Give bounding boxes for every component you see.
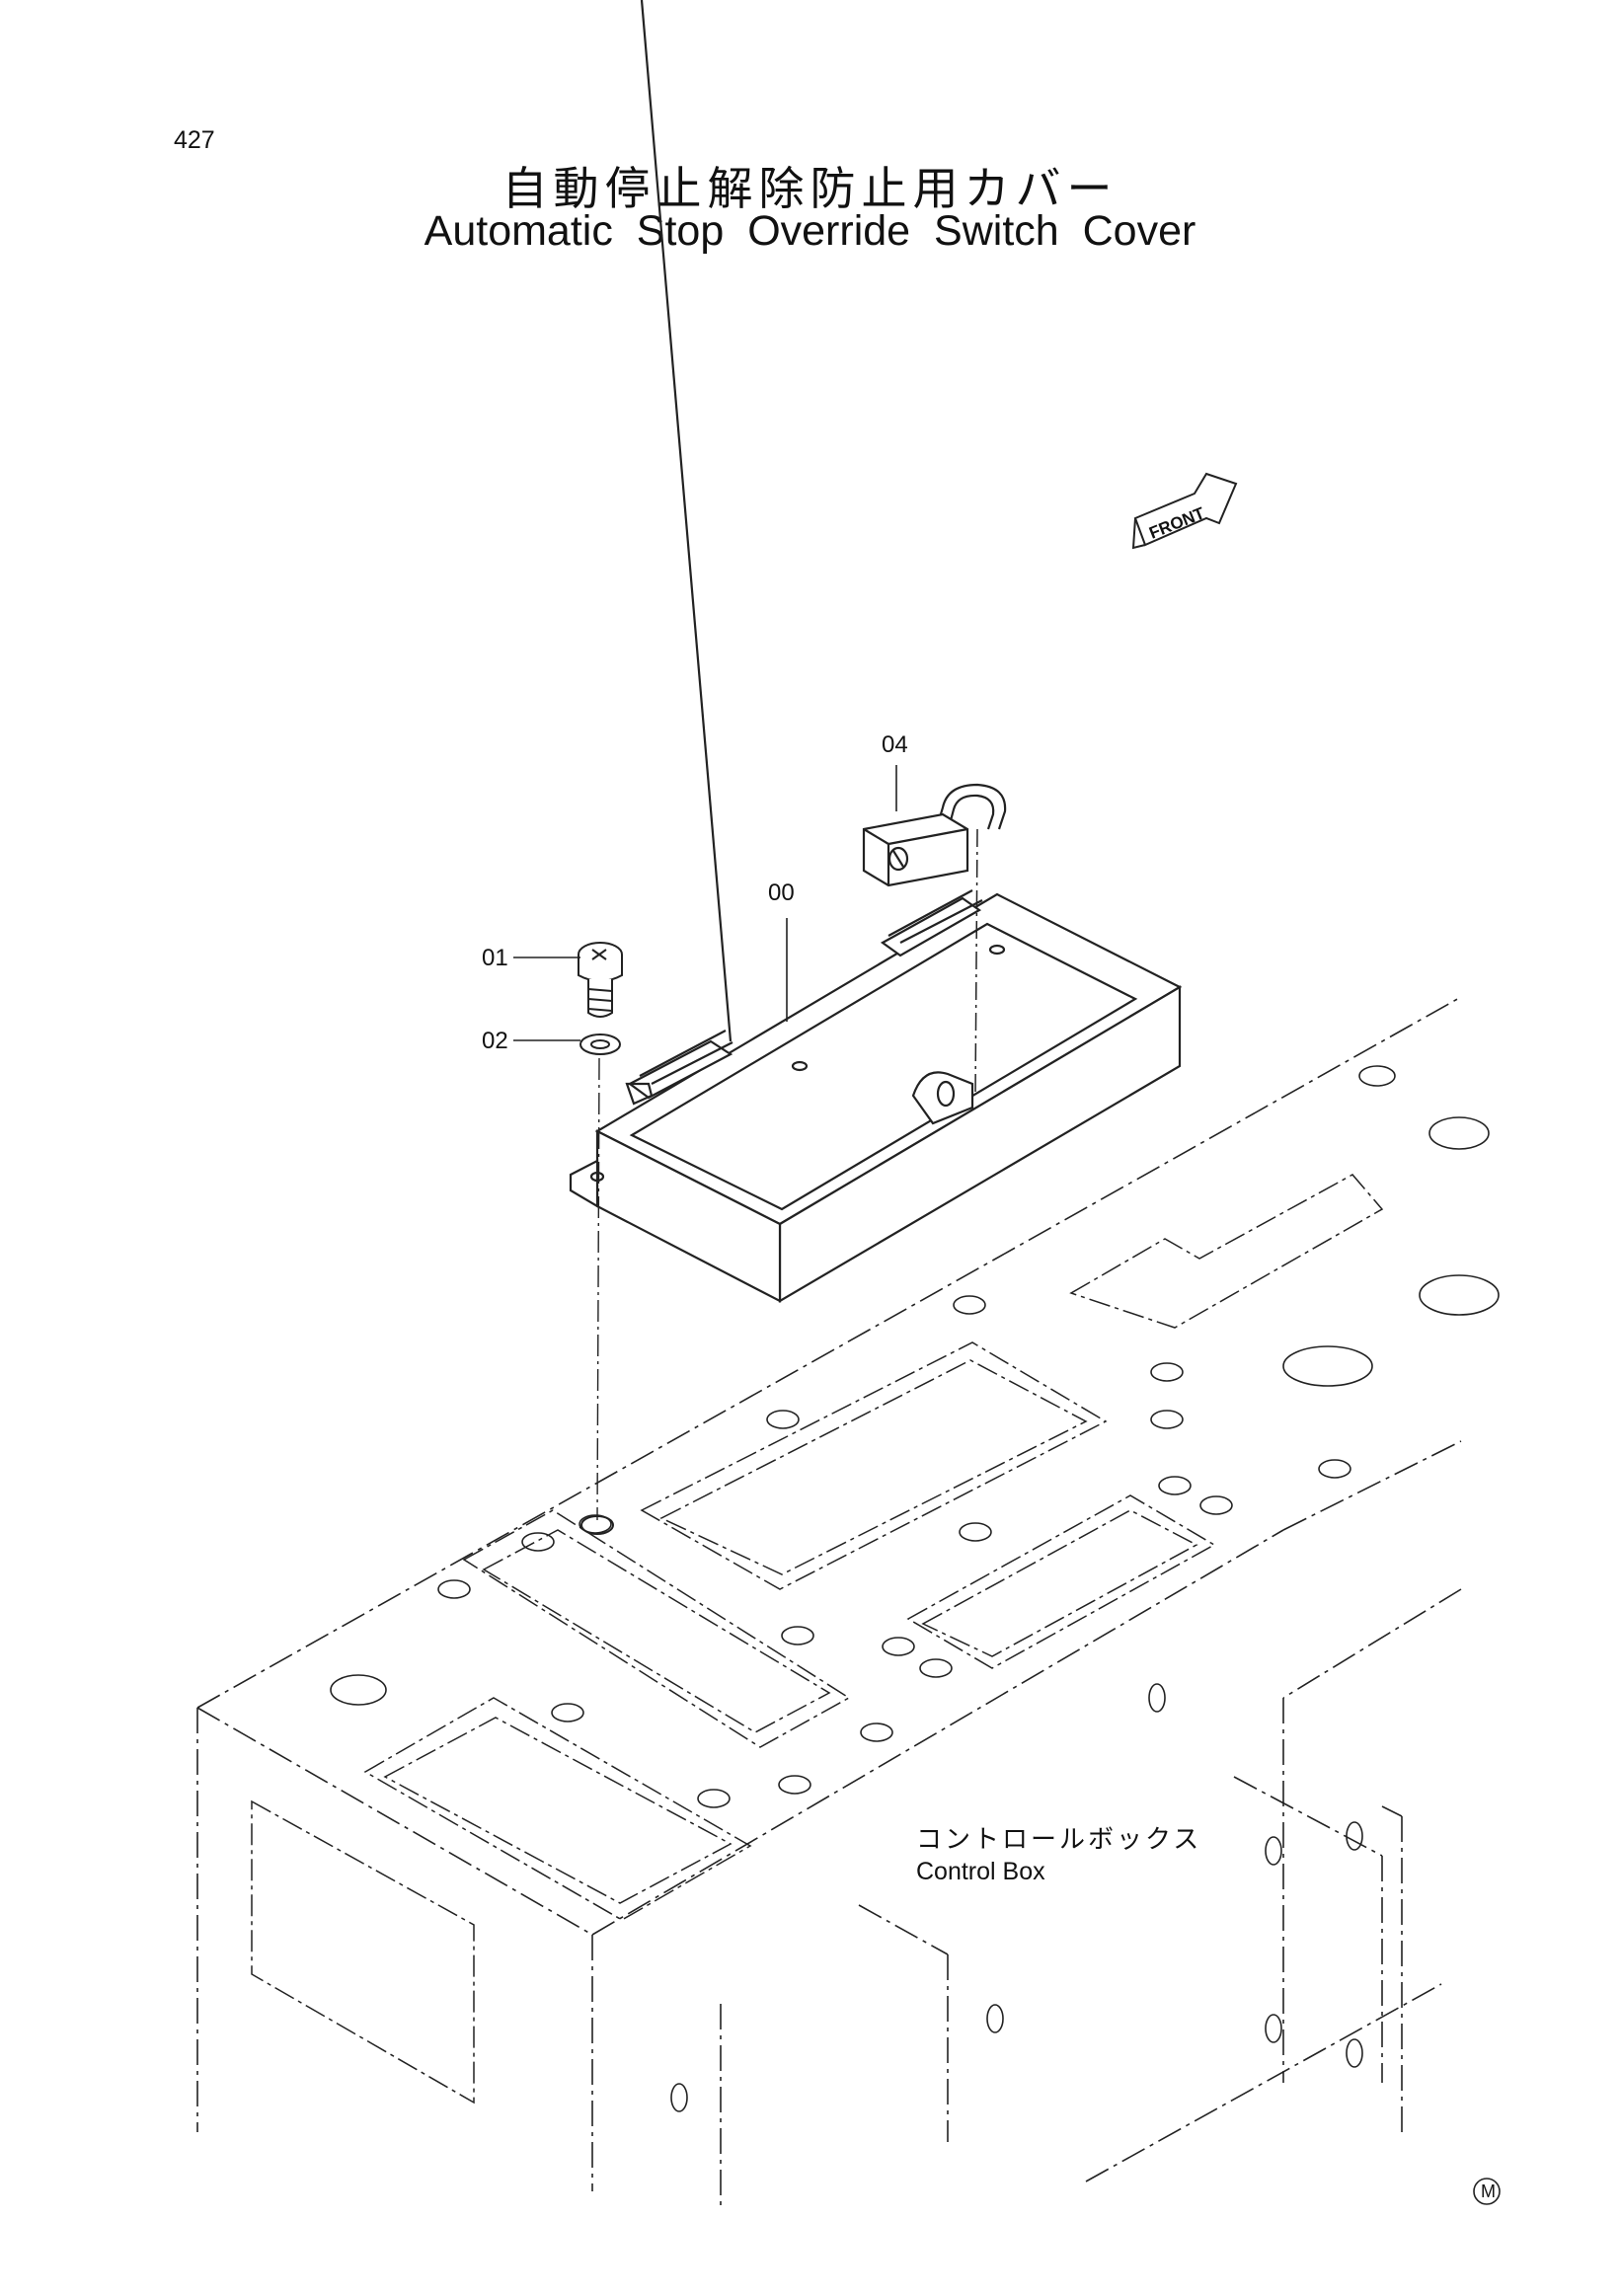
control-box-label-english: Control Box <box>916 1858 1045 1885</box>
page-number: 427 <box>174 126 215 154</box>
title-japanese: 自動停止解除防止用カバー <box>501 162 1119 215</box>
assembly-centerline <box>596 1057 600 1521</box>
callout-00: 00 <box>768 880 795 906</box>
corner-mark-circle <box>1473 2178 1501 2205</box>
title-english: Automatic Stop Override Switch Cover <box>424 207 1196 255</box>
callout-01: 01 <box>482 945 508 971</box>
spring-washer <box>579 1033 621 1055</box>
control-box <box>196 996 1462 2211</box>
switch-cover <box>569 0 1183 1303</box>
control-box-label-japanese: コントロールボックス <box>916 1825 1201 1855</box>
front-arrow: FRONT <box>1131 472 1238 550</box>
mounting-holes <box>330 1065 1500 2112</box>
callout-02: 02 <box>482 1028 508 1054</box>
screw <box>578 942 623 1018</box>
corner-mark: M <box>1481 2181 1496 2201</box>
control-box-openings <box>251 1174 1384 2105</box>
callout-04: 04 <box>882 731 908 758</box>
padlock <box>862 783 1007 1097</box>
